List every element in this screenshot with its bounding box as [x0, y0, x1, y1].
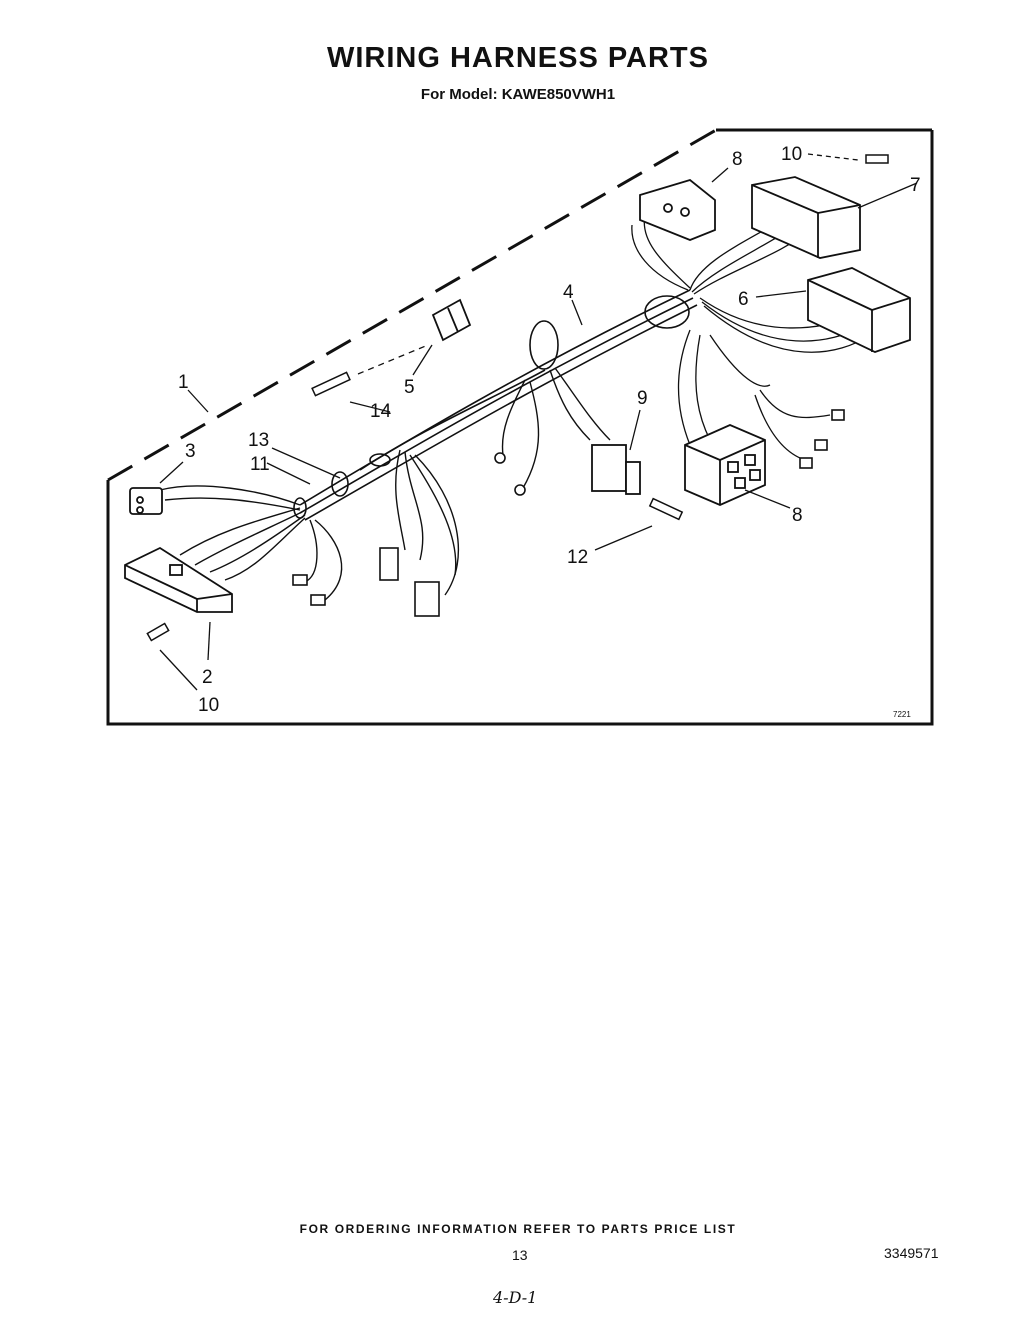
left-branch-wires: [159, 485, 343, 601]
main-harness-bundle: [293, 289, 698, 521]
callout-4: 4: [563, 282, 574, 303]
leader-lines: [159, 153, 918, 691]
callout-11: 11: [250, 454, 270, 475]
callout-10-lower: 10: [198, 695, 219, 716]
callout-7: 7: [910, 175, 921, 196]
figure-code: 7221: [893, 710, 911, 719]
handwritten-note: 4-D-1: [493, 1288, 538, 1307]
ordering-note: FOR ORDERING INFORMATION REFER TO PARTS …: [299, 1222, 737, 1236]
callout-5: 5: [404, 377, 415, 398]
connector-block-2: [124, 546, 233, 613]
callout-1: 1: [178, 372, 189, 393]
page-title: WIRING HARNESS PARTS: [327, 42, 709, 74]
connector-5: [431, 298, 472, 342]
callout-10-upper: 10: [781, 144, 802, 165]
callout-2: 2: [202, 667, 213, 688]
spade-terminals: [292, 409, 845, 617]
connector-7: [751, 176, 861, 259]
callout-14: 14: [370, 401, 392, 422]
connector-6: [807, 267, 911, 353]
center-branch-wires: [395, 367, 611, 596]
model-subtitle: For Model: KAWE850VWH1: [420, 86, 616, 103]
callout-labels: 1 2 3 4 5 6 7 8 8 9 10 10 11 12 13 14 72…: [178, 144, 921, 719]
diagram-frame: [106, 128, 934, 726]
callout-8-lower: 8: [792, 505, 803, 526]
connector-8-upper: [639, 179, 716, 241]
callout-13: 13: [248, 430, 269, 451]
callout-3: 3: [185, 441, 196, 462]
page-number: 13: [512, 1247, 528, 1263]
loose-terminals: [146, 154, 889, 642]
callout-8-upper: 8: [732, 149, 743, 170]
callout-9: 9: [637, 388, 648, 409]
callout-6: 6: [738, 289, 749, 310]
connector-8-lower: [684, 424, 766, 506]
connector-3: [129, 487, 163, 515]
document-number: 3349571: [884, 1245, 939, 1261]
callout-12: 12: [567, 547, 588, 568]
connector-9: [591, 444, 641, 495]
